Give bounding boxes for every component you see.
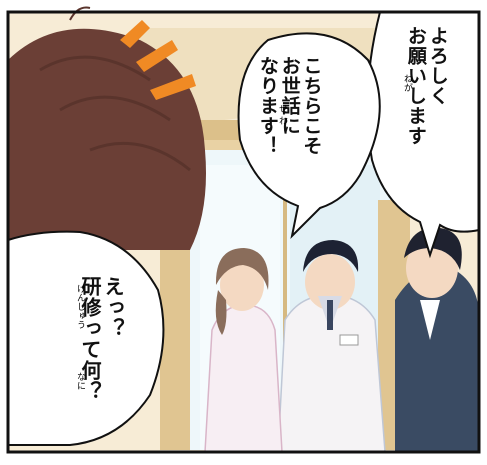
speech-left-line2: 研修って何？	[78, 276, 102, 402]
speech-text-left: えっ？ 研修って何？	[78, 276, 125, 436]
speech-right-ruby: ねが	[402, 74, 412, 92]
speech-center-line3: なります！	[256, 56, 279, 156]
speech-center-line1: こちらこそ	[300, 56, 323, 156]
man-in-lab-coat	[277, 240, 386, 453]
woman-in-lab-coat	[204, 248, 283, 453]
speech-bubble-center	[237, 32, 381, 240]
speech-left-ruby2: なに	[75, 372, 85, 390]
speech-text-right: よろしく お願いします	[404, 26, 449, 226]
speech-text-center: こちらこそ お世話に なります！	[256, 56, 323, 206]
panel-border	[6, 10, 481, 454]
foreground-character-hair	[8, 6, 206, 250]
speech-bubble-left	[7, 230, 165, 446]
speech-center-ruby: せ わ	[277, 104, 287, 125]
man-in-suit	[395, 227, 480, 452]
speech-left-ruby1: けんしゅう	[75, 284, 85, 329]
speech-left-line1: えっ？	[101, 276, 125, 339]
surprise-effect-lines	[120, 20, 196, 100]
speech-center-line2: お世話に	[278, 56, 301, 136]
speech-right-line2: お願いします	[404, 26, 427, 146]
speech-right-line1: よろしく	[426, 26, 449, 106]
